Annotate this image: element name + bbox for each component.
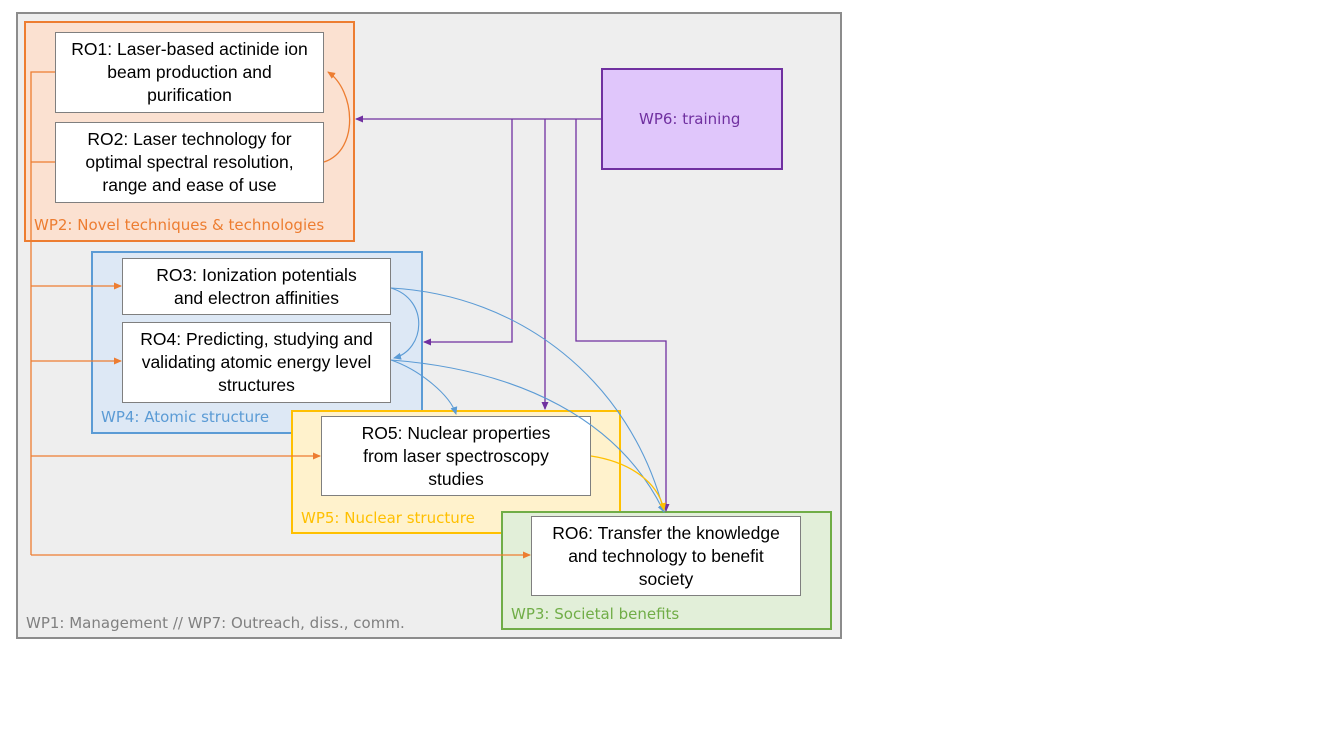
ro5-to-ro6-arrow <box>590 455 666 511</box>
ro1-box: RO1: Laser-based actinide ion beam produ… <box>55 32 324 113</box>
ro4-box: RO4: Predicting, studying and validating… <box>122 322 391 403</box>
wp1-wp7-label: WP1: Management // WP7: Outreach, diss.,… <box>26 614 405 632</box>
wp2-main-line <box>30 71 55 555</box>
ro5-box: RO5: Nuclear properties from laser spect… <box>321 416 591 496</box>
ro4-to-ro5-arrow <box>390 359 458 415</box>
wp6-to-wp3-arrow <box>575 119 670 512</box>
ro2-box: RO2: Laser technology for optimal spectr… <box>55 122 324 203</box>
ro2-to-ro1-arrow <box>323 71 351 163</box>
wp6-label: WP6: training <box>639 110 741 128</box>
ro3-to-ro6-arrow <box>390 287 666 513</box>
wp4-label: WP4: Atomic structure <box>101 408 270 426</box>
wp3-label: WP3: Societal benefits <box>511 605 680 623</box>
ro3-box: RO3: Ionization potentials and electron … <box>122 258 391 315</box>
wp2-label: WP2: Novel techniques & technologies <box>34 216 325 234</box>
wp6-to-wp4-arrow <box>423 119 513 346</box>
wp5-label: WP5: Nuclear structure <box>301 509 475 527</box>
ro3-to-ro4-arrow <box>390 287 420 360</box>
ro6-box: RO6: Transfer the knowledge and technolo… <box>531 516 801 596</box>
wp6-box <box>601 68 783 170</box>
